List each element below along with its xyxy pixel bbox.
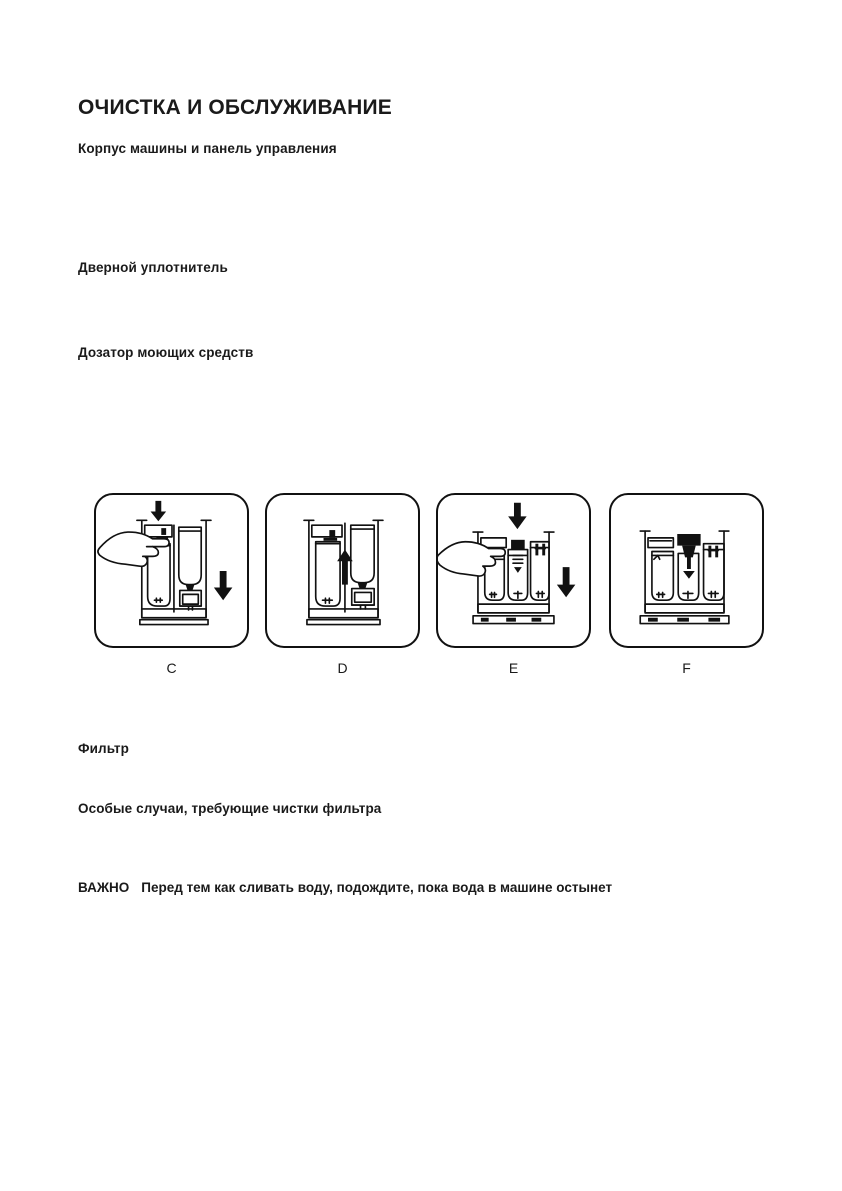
figure-panel-e <box>436 493 591 648</box>
dispenser-insert-removal-illustration <box>438 502 576 625</box>
figure-panel-f <box>609 493 764 648</box>
figure-caption-c: C <box>166 660 177 676</box>
section-heading-cabinet: Корпус машины и панель управления <box>78 141 337 157</box>
figure-panel-d <box>265 493 420 648</box>
figure-panel-c <box>94 493 249 648</box>
arrow-down-right <box>213 570 233 601</box>
figure-row <box>94 493 764 649</box>
arrow-down-right <box>556 567 576 598</box>
important-text: Перед тем как сливать воду, подождите, п… <box>141 879 613 895</box>
section-heading-filter: Фильтр <box>78 741 129 757</box>
dispenser-assembled-illustration <box>639 530 730 625</box>
dispenser-press-illustration <box>97 500 233 626</box>
figure-caption-row: C D E F <box>94 660 760 682</box>
section-heading-detergent-dispenser: Дозатор моющих средств <box>78 345 254 361</box>
figure-caption-f: F <box>682 660 691 676</box>
important-label: ВАЖНО <box>78 879 130 895</box>
section-heading-door-seal: Дверной уплотнитель <box>78 260 228 276</box>
arrow-down-top <box>508 502 527 530</box>
arrow-up-center <box>337 549 353 585</box>
arrow-down-top <box>150 500 167 522</box>
page-title: ОЧИСТКА И ОБСЛУЖИВАНИЕ <box>78 96 393 120</box>
figure-caption-d: D <box>337 660 348 676</box>
figure-caption-e: E <box>508 660 519 676</box>
important-note: ВАЖНО Перед тем как сливать воду, подожди… <box>78 880 612 895</box>
section-heading-filter-special-cases: Особые случаи, требующие чистки фильтра <box>78 801 382 817</box>
dispenser-lift-illustration <box>303 519 384 626</box>
